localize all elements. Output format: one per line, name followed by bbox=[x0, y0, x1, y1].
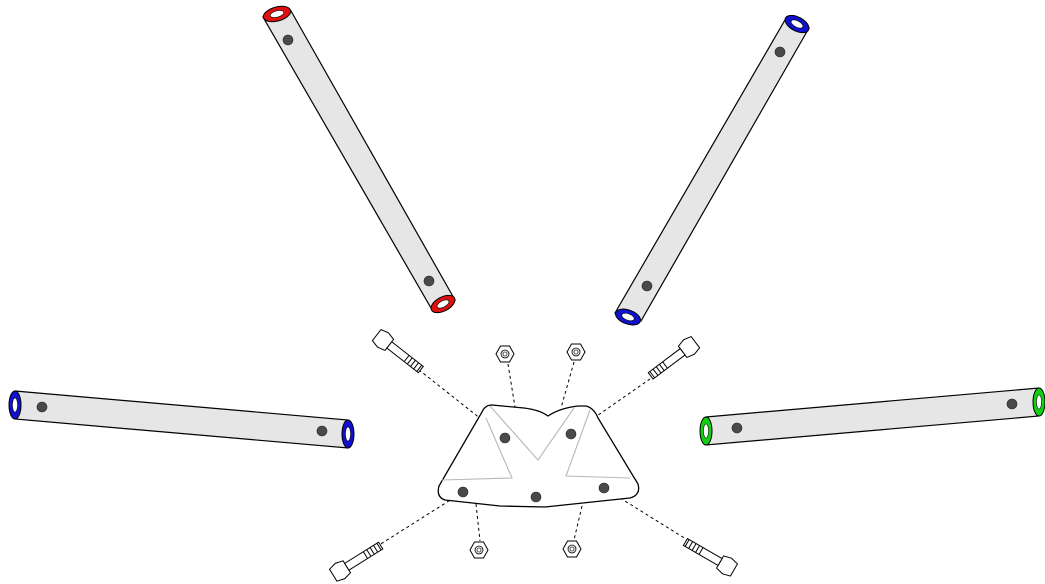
tube-hole bbox=[1006, 398, 1018, 410]
tube-hole bbox=[282, 34, 294, 46]
nut-top-right bbox=[566, 343, 586, 361]
bolt-bottom-left bbox=[328, 541, 384, 582]
tube-left bbox=[8, 390, 355, 449]
plate-hole bbox=[530, 491, 542, 503]
plate-hole bbox=[457, 486, 469, 498]
tube-hole bbox=[316, 425, 328, 437]
tube-right bbox=[699, 387, 1045, 446]
nut-bottom-left bbox=[469, 541, 489, 559]
bolt-top-right bbox=[647, 335, 701, 380]
tube-hole bbox=[731, 422, 743, 434]
connector-plate bbox=[437, 404, 640, 508]
tube-top-left bbox=[262, 5, 456, 314]
tube-hole bbox=[423, 275, 435, 287]
tube-hole bbox=[774, 46, 786, 58]
bolt-bottom-right bbox=[682, 537, 739, 577]
bolt-top-left bbox=[371, 328, 424, 374]
nut-bottom-right bbox=[562, 540, 582, 558]
nut-top-left bbox=[495, 345, 515, 363]
plate-hole bbox=[499, 432, 511, 444]
tube-top-right bbox=[614, 14, 810, 326]
plate-hole bbox=[598, 482, 610, 494]
tube-hole bbox=[641, 280, 653, 292]
plate-hole bbox=[565, 428, 577, 440]
tube-hole bbox=[36, 401, 48, 413]
